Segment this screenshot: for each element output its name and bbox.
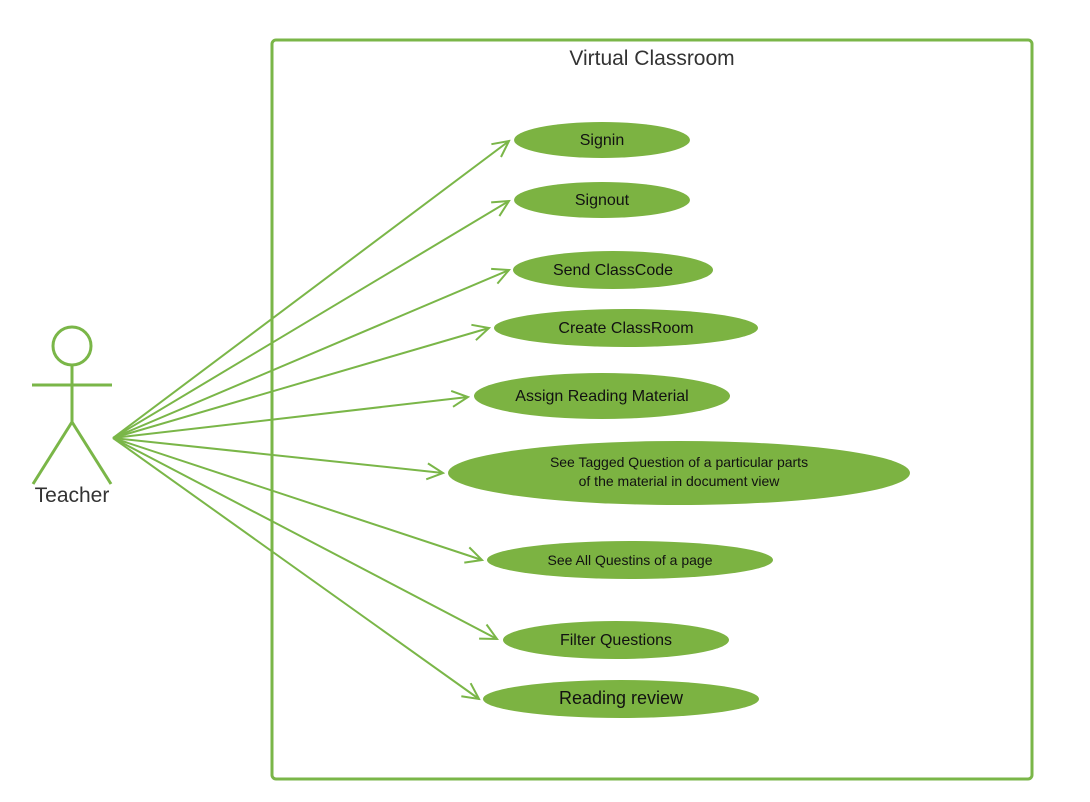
use-case-see-all-questins: See All Questins of a page	[487, 541, 773, 579]
association-send-classcode	[112, 270, 509, 439]
actor-right-leg	[70, 421, 113, 485]
association-filter-questions	[112, 437, 497, 639]
use-case-label: Signout	[575, 192, 630, 209]
use-case-ellipse	[483, 680, 759, 718]
system-boundary	[270, 38, 1034, 781]
actor-head	[51, 325, 93, 367]
use-case-create-classroom: Create ClassRoom	[494, 309, 758, 347]
association-create-classroom	[112, 328, 489, 439]
association-signout	[112, 201, 509, 439]
associations	[112, 141, 509, 699]
use-case-label: Assign Reading Material	[515, 388, 688, 405]
use-case-label: Send ClassCode	[553, 262, 673, 279]
association-see-all-questins	[112, 437, 482, 560]
use-case-ellipse	[514, 182, 690, 218]
use-case-ellipse	[448, 441, 910, 505]
use-case-label: See All Questins of a page	[548, 552, 713, 568]
use-case-label-line-1: See Tagged Question of a particular part…	[550, 454, 808, 470]
association-reading-review	[112, 437, 479, 699]
association-see-tagged-question	[112, 437, 443, 473]
actor-name: Teacher	[35, 484, 110, 507]
actor-teacher: Teacher	[31, 325, 113, 507]
use-case-ellipse	[503, 621, 729, 659]
use-case-label-line-2: of the material in document view	[579, 473, 781, 489]
association-assign-reading-material	[112, 397, 468, 439]
use-case-send-classcode: Send ClassCode	[513, 251, 713, 289]
use-case-see-tagged-question: See Tagged Question of a particular part…	[448, 441, 910, 505]
use-case-ellipse	[474, 373, 730, 419]
association-signin	[112, 141, 509, 439]
use-case-label: Reading review	[559, 688, 684, 708]
system-title: Virtual Classroom	[569, 47, 734, 70]
use-case-ellipse	[513, 251, 713, 289]
use-case-label: Filter Questions	[560, 632, 672, 649]
use-case-ellipse	[514, 122, 690, 158]
use-case-signout: Signout	[514, 182, 690, 218]
use-case-label: Create ClassRoom	[558, 320, 693, 337]
actor-left-leg	[31, 421, 74, 485]
use-case-assign-reading-material: Assign Reading Material	[474, 373, 730, 419]
use-case-filter-questions: Filter Questions	[503, 621, 729, 659]
use-case-ellipse	[487, 541, 773, 579]
use-case-reading-review: Reading review	[483, 680, 759, 718]
use-case-ellipse	[494, 309, 758, 347]
use-case-label: Signin	[580, 132, 624, 149]
use-case-signin: Signin	[514, 122, 690, 158]
